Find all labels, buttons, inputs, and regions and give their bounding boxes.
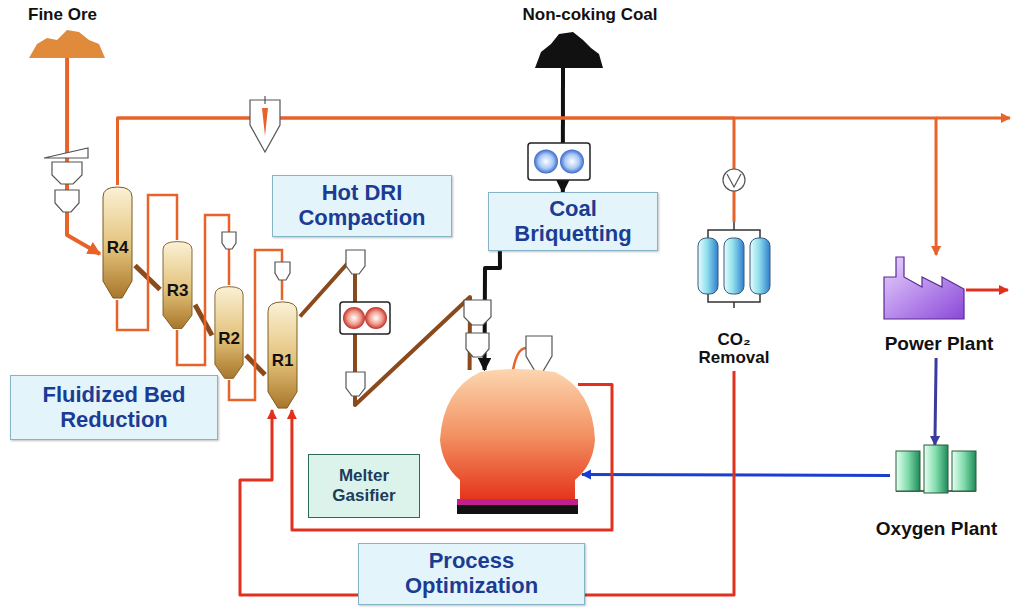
lock-hopper	[55, 190, 79, 212]
compressor-mark	[727, 174, 741, 187]
melter-body	[435, 370, 600, 515]
reactor-hopper	[275, 262, 290, 280]
box-label: Hot DRI Compaction	[279, 181, 445, 230]
box-label: Melter Gasifier	[308, 454, 420, 518]
ore-pile	[29, 30, 105, 58]
flow-connector	[582, 474, 890, 475]
reactor-hopper	[222, 232, 236, 249]
coal-pile	[533, 30, 605, 68]
flow-connector	[195, 305, 212, 336]
co2-columns	[724, 238, 744, 294]
raw-material: Fine Ore	[5, 6, 120, 58]
box-label: Coal Briquetting	[495, 197, 651, 246]
roller	[365, 307, 387, 329]
power-plant: Power Plant	[866, 255, 1012, 355]
compressor	[723, 169, 745, 191]
process-box: Hot DRI Compaction	[272, 175, 452, 237]
box-label: Fluidized Bed Reduction	[17, 383, 211, 432]
reactor: R3	[160, 240, 195, 330]
co2-columns	[688, 222, 780, 308]
unit-label: Fine Ore	[5, 6, 120, 25]
factory-icon	[882, 255, 966, 321]
melter-hopper	[466, 333, 489, 357]
oxygen-columns	[924, 445, 948, 493]
gas-line	[936, 117, 1010, 120]
roller	[343, 307, 365, 329]
ore-pile	[27, 28, 107, 58]
melter-body	[457, 505, 578, 514]
compaction-rollers	[340, 302, 390, 334]
melter-gasifier: Melter Gasifier	[435, 370, 600, 515]
reactor: R4	[100, 185, 135, 300]
cyclone-mark	[264, 96, 265, 104]
cyclone-mark	[262, 108, 268, 136]
melter-body	[440, 369, 595, 500]
melter-body	[457, 499, 578, 505]
co2-columns	[750, 238, 770, 294]
reactor-label: R1	[265, 351, 300, 371]
compaction-hopper	[346, 250, 365, 274]
raw-material: Non-coking Coal	[515, 6, 665, 68]
coal-pile	[535, 32, 603, 68]
unit-label: Power Plant	[866, 334, 1012, 355]
unit-label: CO₂ Removal	[688, 331, 780, 368]
reactor: R1	[265, 300, 300, 410]
roller	[534, 150, 558, 174]
oxygen-columns	[952, 451, 976, 491]
ore-feeder	[44, 148, 88, 158]
reactor: R2	[212, 285, 246, 380]
compaction-hopper	[346, 372, 365, 396]
oxygen-plant: Oxygen Plant	[858, 445, 1015, 540]
briquetting-rollers	[528, 143, 590, 180]
unit-label: Oxygen Plant	[858, 519, 1015, 540]
power-export-arrow	[966, 289, 1008, 292]
melter-hopper	[464, 300, 491, 325]
reactor-label: R2	[212, 329, 246, 349]
unit-label: Non-coking Coal	[515, 6, 665, 25]
box-label: Process Optimization	[365, 549, 578, 598]
process-box: Fluidized Bed Reduction	[10, 375, 218, 440]
co2-columns	[698, 238, 718, 294]
reactor-label: R3	[160, 281, 195, 301]
oxygen-columns	[896, 451, 920, 491]
roller	[560, 150, 584, 174]
lock-hopper	[52, 162, 82, 184]
flow-connector	[300, 255, 470, 405]
oxygen-columns	[892, 445, 980, 501]
process-box: Coal Briquetting	[488, 192, 658, 251]
process-box: Process Optimization	[358, 543, 585, 605]
factory-icon	[884, 257, 964, 319]
cyclone	[250, 100, 280, 152]
flow-connector	[935, 358, 936, 445]
co2-removal-unit: CO₂ Removal	[688, 222, 780, 368]
flow-connector	[118, 118, 937, 255]
reactor-label: R4	[100, 238, 135, 258]
